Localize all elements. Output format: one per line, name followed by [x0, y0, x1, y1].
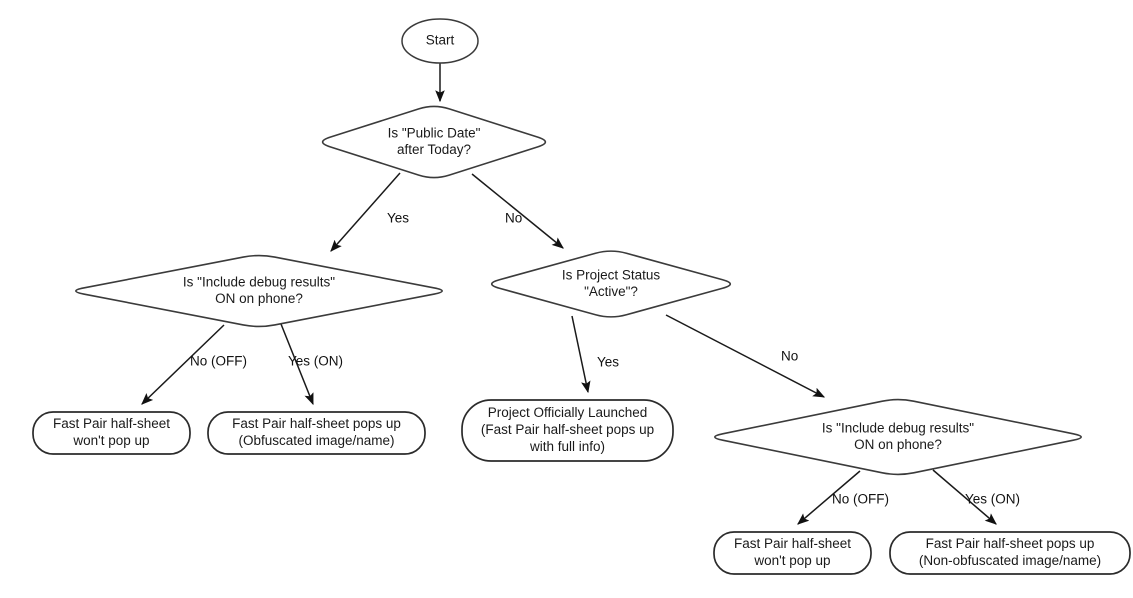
edge-label-debug-right-yes-on: Yes (ON) — [965, 492, 1020, 507]
node-decision-debug-right[interactable]: Is "Include debug results" ON on phone? — [714, 398, 1082, 476]
node-label-line: Is "Public Date" — [388, 125, 481, 140]
decision-diamond — [75, 254, 443, 328]
node-label-line: "Active"? — [584, 284, 638, 299]
node-label-line: Fast Pair half-sheet — [734, 536, 851, 551]
node-result-no-popup-left[interactable]: Fast Pair half-sheet won't pop up — [32, 411, 191, 455]
edge-debug-right-yes-on — [932, 469, 997, 525]
node-label-line: Is "Include debug results" — [183, 274, 335, 289]
node-decision-public-date[interactable]: Is "Public Date" after Today? — [321, 105, 547, 179]
edge-label-public-date-no: No — [505, 211, 522, 226]
edges-layer — [141, 63, 997, 525]
node-result-obfuscated[interactable]: Fast Pair half-sheet pops up (Obfuscated … — [207, 411, 426, 455]
node-label-line: after Today? — [397, 142, 471, 157]
node-result-launched[interactable]: Project Officially Launched (Fast Pair ha… — [461, 399, 674, 462]
terminal-box — [889, 531, 1131, 575]
edge-debug-right-no-off — [797, 470, 861, 525]
terminal-box — [461, 399, 674, 462]
node-label-line: Is "Include debug results" — [822, 420, 974, 435]
edge-label-debug-left-no-off: No (OFF) — [190, 354, 247, 369]
node-start[interactable]: Start — [401, 18, 479, 64]
node-result-non-obfuscated[interactable]: Fast Pair half-sheet pops up (Non-obfusca… — [889, 531, 1131, 575]
node-label-line: Is Project Status — [562, 267, 661, 282]
node-label-line: won't pop up — [72, 433, 149, 448]
terminal-box — [207, 411, 426, 455]
node-label-line: Fast Pair half-sheet pops up — [926, 536, 1095, 551]
edge-public-date-no — [471, 173, 564, 249]
edge-debug-left-yes-on — [280, 323, 314, 406]
terminal-box — [32, 411, 191, 455]
node-label-line: Project Officially Launched — [488, 405, 648, 420]
node-label-line: Fast Pair half-sheet pops up — [232, 416, 401, 431]
edge-project-status-yes — [571, 315, 591, 394]
decision-diamond — [321, 105, 547, 179]
decision-diamond — [714, 398, 1082, 476]
edge-label-project-status-no: No — [781, 349, 798, 364]
node-label-line: Start — [426, 33, 455, 48]
node-decision-project-status[interactable]: Is Project Status "Active"? — [490, 250, 732, 318]
edge-project-status-no — [665, 314, 826, 398]
terminal-box — [713, 531, 872, 575]
node-label-line: with full info) — [529, 439, 605, 454]
edge-label-project-status-yes: Yes — [597, 355, 619, 370]
decision-diamond — [490, 250, 732, 318]
node-result-no-popup-right[interactable]: Fast Pair half-sheet won't pop up — [713, 531, 872, 575]
start-ellipse — [401, 18, 479, 64]
node-decision-debug-left[interactable]: Is "Include debug results" ON on phone? — [75, 254, 443, 328]
edge-label-public-date-yes: Yes — [387, 211, 409, 226]
edge-label-debug-right-no-off: No (OFF) — [832, 492, 889, 507]
node-label-line: ON on phone? — [854, 437, 942, 452]
edge-public-date-yes — [330, 172, 401, 252]
edge-label-debug-left-yes-on: Yes (ON) — [288, 354, 343, 369]
edge-debug-left-no-off — [141, 324, 225, 405]
node-label-line: (Obfuscated image/name) — [238, 433, 394, 448]
node-label-line: (Fast Pair half-sheet pops up — [481, 422, 654, 437]
node-label-line: ON on phone? — [215, 291, 303, 306]
node-label-line: won't pop up — [753, 553, 830, 568]
node-label-line: (Non-obfuscated image/name) — [919, 553, 1101, 568]
node-label-line: Fast Pair half-sheet — [53, 416, 170, 431]
nodes-layer: Start Is "Public Date" after Today? Is "Inc… — [32, 18, 1131, 575]
